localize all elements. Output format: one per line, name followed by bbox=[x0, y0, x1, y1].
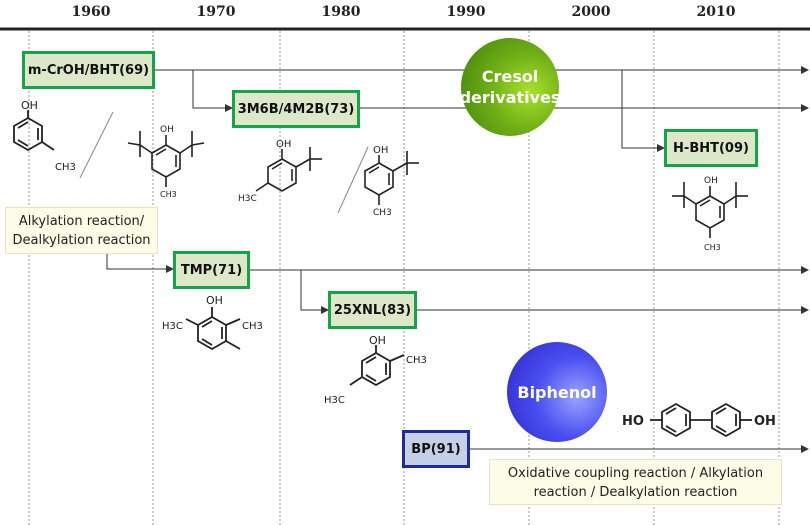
year-label-1960: 1960 bbox=[71, 4, 111, 20]
ch3-label: CH3 bbox=[55, 162, 76, 173]
oh-label: OH bbox=[21, 99, 38, 112]
structure-bht-icon: OH CH3 bbox=[127, 125, 205, 199]
structure-tmp-icon: OH H3C CH3 bbox=[162, 294, 263, 351]
compound-box-h-bht: H-BHT(09) bbox=[664, 129, 758, 167]
category-cresol-derivatives: Cresol derivatives bbox=[460, 38, 560, 136]
compound-box-25xnl: 25XNL(83) bbox=[328, 291, 417, 329]
year-label-2000: 2000 bbox=[571, 4, 611, 20]
year-label-2010: 2010 bbox=[696, 4, 736, 20]
structure-m-cresol-icon: OH CH3 bbox=[13, 99, 76, 173]
ch3-label: CH3 bbox=[373, 208, 392, 218]
note-alkylation-reaction: Alkylation reaction/ Dealkylation reacti… bbox=[5, 207, 158, 254]
category-biphenol: Biphenol bbox=[507, 342, 607, 442]
h3c-label: H3C bbox=[324, 395, 345, 406]
structure-3m6b-icon: OH H3C bbox=[238, 139, 322, 204]
ch3-label: CH3 bbox=[704, 243, 721, 252]
compound-box-bp: BP(91) bbox=[402, 430, 470, 468]
oh-label: OH bbox=[754, 414, 776, 429]
separator-slashes bbox=[79, 111, 369, 214]
structure-25xnl-icon: OH CH3 H3C bbox=[324, 334, 427, 406]
ch3-label: CH3 bbox=[406, 355, 427, 366]
compound-box-3m6b-4m2b: 3M6B/4M2B(73) bbox=[232, 90, 360, 128]
year-label-1990: 1990 bbox=[446, 4, 486, 20]
year-label-1970: 1970 bbox=[196, 4, 236, 20]
structure-biphenol-icon: HO OH bbox=[622, 402, 776, 438]
compound-box-tmp: TMP(71) bbox=[173, 251, 250, 289]
oh-label: OH bbox=[206, 294, 223, 307]
year-label-1980: 1980 bbox=[321, 4, 361, 20]
ho-label: HO bbox=[622, 414, 644, 429]
oh-label: OH bbox=[373, 145, 388, 156]
oh-label: OH bbox=[276, 139, 291, 150]
h3c-label: H3C bbox=[162, 321, 183, 332]
structure-4m2b-icon: OH CH3 bbox=[364, 145, 419, 218]
note-oxidative-coupling: Oxidative coupling reaction / Alkylation… bbox=[489, 459, 782, 505]
ch3-label: CH3 bbox=[160, 190, 177, 199]
oh-label: OH bbox=[160, 125, 174, 135]
flow-arrows bbox=[106, 66, 809, 453]
compound-box-m-croh-bht: m-CrOH/BHT(69) bbox=[22, 51, 155, 89]
h3c-label: H3C bbox=[238, 194, 257, 204]
structure-h-bht-icon: OH CH3 bbox=[672, 176, 748, 252]
oh-label: OH bbox=[369, 334, 386, 347]
oh-label: OH bbox=[704, 176, 718, 186]
ch3-label: CH3 bbox=[242, 321, 263, 332]
